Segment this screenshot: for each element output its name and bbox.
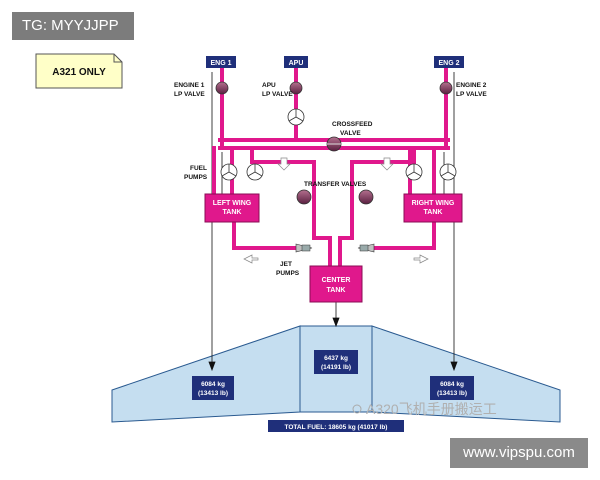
svg-text:TANK: TANK [223,209,242,216]
svg-text:(13413 lb): (13413 lb) [198,390,228,397]
eng1-lp-valve-icon [215,81,229,95]
apu-valve-label: APU LP VALVE [262,82,293,98]
svg-text:(13413 lb): (13413 lb) [437,390,467,397]
transfer-valves-label: TRANSFER VALVES [304,181,367,188]
svg-text:TANK: TANK [424,209,443,216]
right-jet-pump-icon [357,243,375,253]
eng1-valve-label: ENGINE 1 LP VALVE [174,82,205,98]
svg-text:ENGINE 1: ENGINE 1 [174,82,205,89]
model-note: A321 ONLY [35,53,123,89]
svg-text:FUEL: FUEL [190,165,207,172]
apu-pump-icon [287,108,305,126]
left-wing-tank: LEFT WING TANK [204,193,260,223]
svg-text:CROSSFEED: CROSSFEED [332,121,373,128]
svg-text:TOTAL FUEL: 18605 kg (41017 lb: TOTAL FUEL: 18605 kg (41017 lb) [285,424,388,431]
right-fuel-pump-icons [405,163,457,181]
apu-box: APU [284,56,308,68]
svg-text:JET: JET [280,261,292,268]
site-badge: www.vipspu.com [450,438,588,468]
crossfeed-valve-icon [326,136,342,152]
left-jet-pump-icon [295,243,313,253]
eng1-box: ENG 1 [206,56,236,68]
eng2-lp-valve-icon [439,81,453,95]
svg-text:A321 ONLY: A321 ONLY [52,67,106,78]
jet-pumps-label: JET PUMPS [276,261,300,277]
svg-text:VALVE: VALVE [340,130,361,137]
svg-text:APU: APU [262,82,276,89]
svg-text:TANK: TANK [327,287,346,294]
svg-text:LP VALVE: LP VALVE [456,91,487,98]
left-fuel-pump-icons [220,163,264,181]
svg-text:6437 kg: 6437 kg [324,355,348,362]
apu-lp-valve-icon [289,81,303,95]
flow-arrow-icons [243,157,429,264]
svg-text:ENGINE 2: ENGINE 2 [456,82,487,89]
corner-tag: TG: MYYJJPP [12,12,134,40]
left-wing-quantity: 6084 kg (13413 lb) [192,376,234,400]
crossfeed-valve-label: CROSSFEED VALVE [332,121,373,137]
right-wing-tank: RIGHT WING TANK [403,193,463,223]
wing-left [111,325,301,423]
eng2-box: ENG 2 [434,56,464,68]
wing-right [371,325,561,423]
svg-text:RIGHT WING: RIGHT WING [412,200,455,207]
fuel-pumps-label: FUEL PUMPS [184,165,208,181]
svg-text:LEFT WING: LEFT WING [213,200,252,207]
eng2-valve-label: ENGINE 2 LP VALVE [456,82,487,98]
svg-text:6084 kg: 6084 kg [440,381,464,388]
svg-text:LP VALVE: LP VALVE [174,91,205,98]
svg-text:ENG 1: ENG 1 [210,60,231,67]
svg-text:PUMPS: PUMPS [184,174,208,181]
svg-text:(14191 lb): (14191 lb) [321,364,351,371]
svg-text:A320飞机手册搬运工: A320飞机手册搬运工 [366,401,497,417]
total-fuel: TOTAL FUEL: 18605 kg (41017 lb) [268,420,404,432]
left-transfer-valve-icon [296,189,312,205]
svg-text:CENTER: CENTER [322,277,351,284]
svg-text:ENG 2: ENG 2 [438,60,459,67]
center-tank: CENTER TANK [309,265,363,303]
svg-text:PUMPS: PUMPS [276,270,300,277]
right-transfer-valve-icon [358,189,374,205]
svg-text:APU: APU [289,60,304,67]
center-quantity: 6437 kg (14191 lb) [314,350,358,374]
right-wing-quantity: 6084 kg (13413 lb) [430,376,474,400]
watermark: A320飞机手册搬运工 [352,401,497,417]
svg-text:LP VALVE: LP VALVE [262,91,293,98]
svg-text:6084 kg: 6084 kg [201,381,225,388]
